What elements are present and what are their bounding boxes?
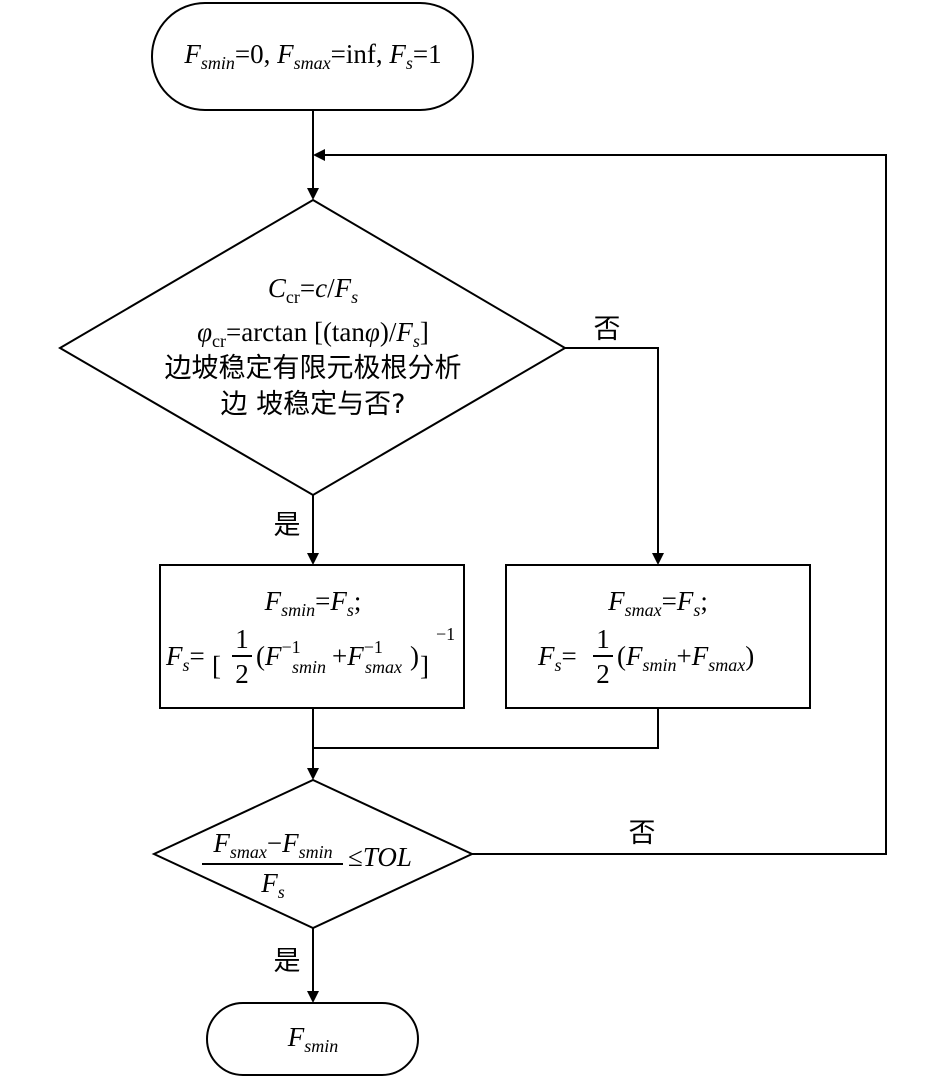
svg-text:1: 1 (235, 624, 249, 654)
decision1-line3: 边坡稳定有限元极根分析 (165, 353, 462, 384)
label-yes-down: 是 (274, 510, 301, 541)
decision1-line4: 边 坡稳定与否? (221, 389, 406, 420)
svg-text:2: 2 (596, 659, 610, 689)
arrow-no-to-right-box (565, 347, 664, 565)
svg-text:smax: smax (365, 657, 402, 677)
svg-text:]: ] (420, 651, 429, 681)
start-text: Fsmin=0, Fsmax=inf, Fs=1 (183, 39, 441, 73)
svg-text:−1: −1 (436, 624, 455, 644)
decision1-line2: φcr=arctan [(tanφ)/Fs] (197, 317, 429, 351)
svg-text:(F−1: (F−1 (256, 637, 301, 671)
svg-text:≤TOL: ≤TOL (348, 842, 412, 872)
label-yes-end: 是 (274, 946, 301, 977)
decision1-line1: Ccr=c/Fs (268, 273, 358, 307)
svg-text:smin: smin (292, 657, 326, 677)
svg-text:): ) (410, 641, 419, 671)
label-no-loop: 否 (629, 818, 656, 849)
decision2-formula: Fsmax−Fsmin Fs ≤TOL (202, 828, 412, 902)
svg-text:Fs: Fs (260, 868, 285, 902)
left-box-line1: Fsmin=Fs; (264, 586, 362, 620)
svg-text:(Fsmin+Fsmax): (Fsmin+Fsmax) (617, 641, 754, 675)
loop-back-line (313, 149, 887, 855)
svg-text:1: 1 (596, 624, 610, 654)
right-box-line2: Fs= 1 2 (Fsmin+Fsmax) (537, 624, 754, 689)
right-box-line1: Fsmax=Fs; (607, 586, 708, 620)
box-stable-update (159, 564, 465, 709)
svg-text:+F−1: +F−1 (332, 637, 383, 671)
merge-right-box-line (313, 708, 659, 749)
end-text: Fsmin (287, 1022, 339, 1056)
svg-text:[: [ (212, 651, 221, 681)
svg-text:Fs=: Fs= (165, 641, 205, 675)
label-no-right: 否 (594, 314, 621, 345)
left-box-line2: Fs= [ 1 2 (F−1 smin +F−1 smax ) ] −1 (165, 624, 455, 689)
box-unstable-update (505, 564, 811, 709)
svg-text:2: 2 (235, 659, 249, 689)
svg-text:Fs=: Fs= (537, 641, 577, 675)
end-terminal (206, 1002, 419, 1076)
decision-stability (58, 198, 567, 497)
svg-text:Fsmax−Fsmin: Fsmax−Fsmin (212, 828, 332, 862)
